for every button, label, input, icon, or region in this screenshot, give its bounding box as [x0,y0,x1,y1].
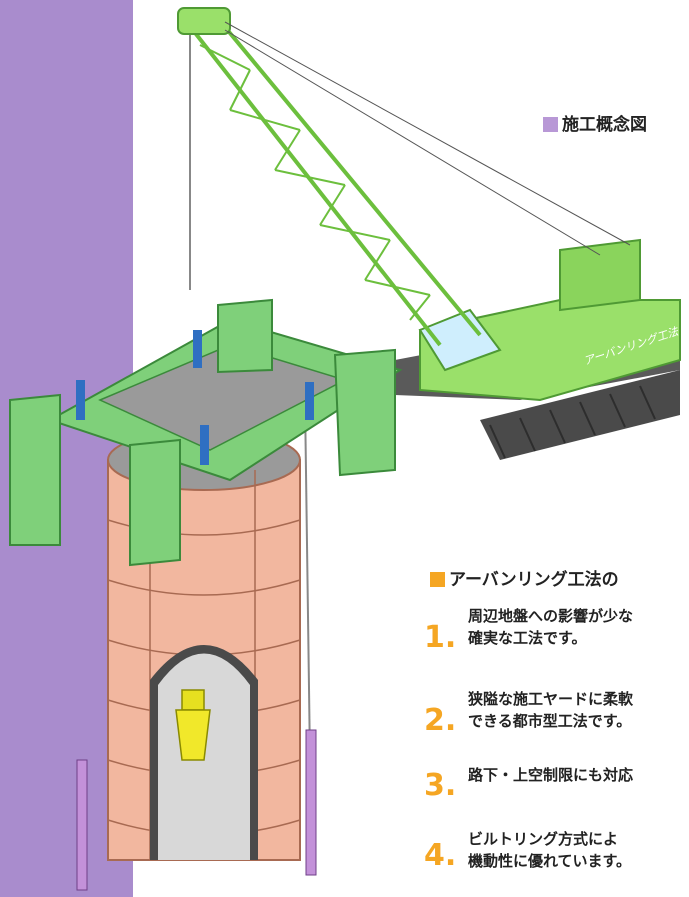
feature-1-number: 1. [424,620,457,655]
feature-2-number: 2. [424,703,457,738]
features-title: アーバンリング工法の [430,565,619,590]
crane-cables [224,21,631,256]
feature-4-line1: ビルトリング方式によ [468,830,619,848]
diagram-heading: 施工概念図 [543,110,647,135]
feature-2-text: 狭隘な施工ヤードに柔軟 できる都市型工法です。 [468,688,633,732]
crane-boom [183,13,482,347]
boom-head [177,7,231,35]
diagram-heading-text: 施工概念図 [562,115,647,135]
feature-1-text: 周辺地盤への影響が少な 確実な工法です。 [468,605,633,649]
anchor-rods [76,399,317,891]
feature-3-line1: 路下・上空制限にも対応 [468,766,634,784]
feature-4-line2: 機動性に優れています。 [468,852,632,870]
feature-3-number: 3. [424,768,457,803]
heading-square-marker [543,117,558,132]
features-square-marker [430,572,445,587]
feature-4-number: 4. [424,838,457,873]
feature-2-line1: 狭隘な施工ヤードに柔軟 [468,690,634,708]
top-frame [9,298,403,567]
crane-body: アーバンリング工法 [418,238,681,402]
grab-bucket [175,689,211,761]
feature-1-line2: 確実な工法です。 [468,629,587,647]
feature-2-line2: できる都市型工法です。 [468,712,632,730]
features-title-text: アーバンリング工法の [449,570,619,590]
jacks [76,330,314,465]
feature-3-text: 路下・上空制限にも対応 [468,764,633,786]
feature-4-text: ビルトリング方式によ 機動性に優れています。 [468,828,631,872]
feature-1-line1: 周辺地盤への影響が少な [468,607,634,625]
